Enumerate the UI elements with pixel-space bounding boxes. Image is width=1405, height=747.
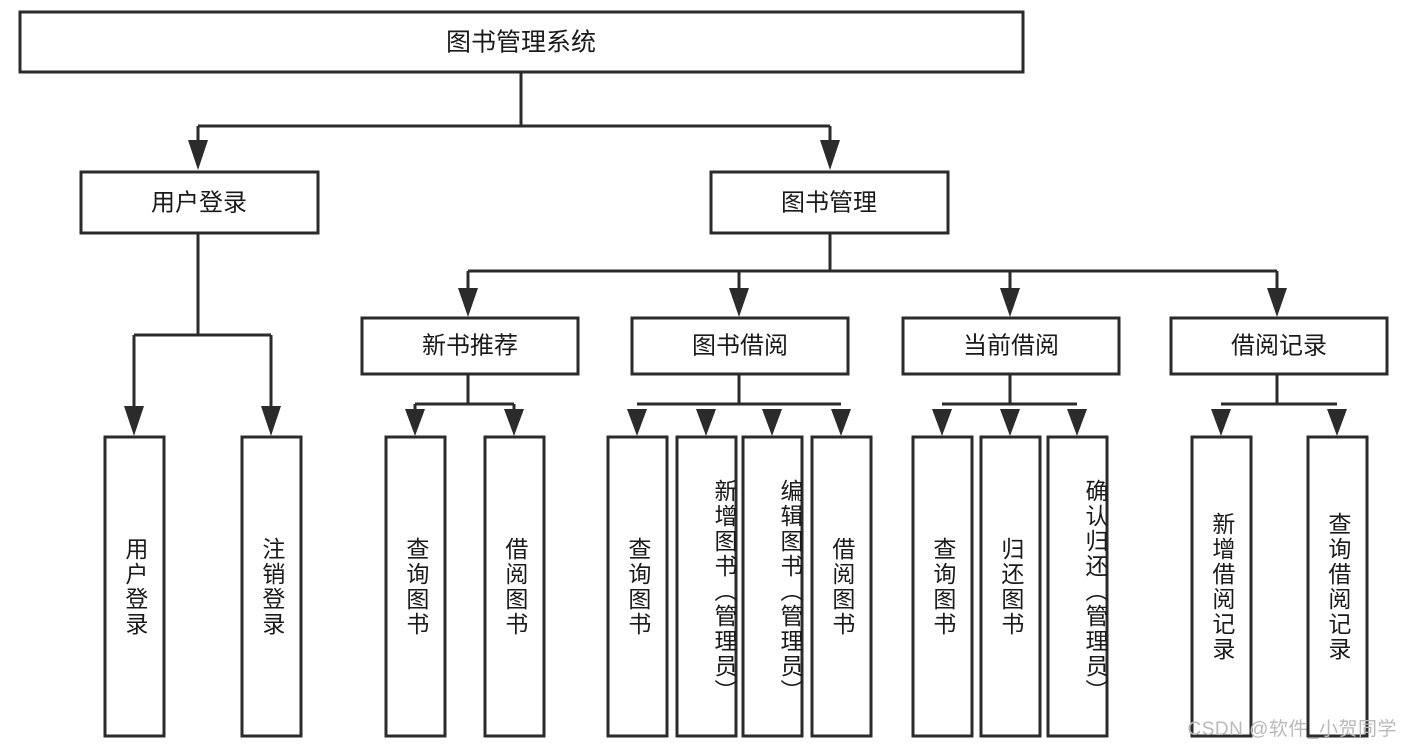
leaf-box-current-borrow-3[interactable] xyxy=(1046,435,1109,738)
leaf-box-book-borrow-3[interactable] xyxy=(741,435,804,738)
node-book-management-box[interactable] xyxy=(709,170,950,235)
connector-group-current-borrow xyxy=(932,374,1087,436)
leaf-box-book-borrow-4[interactable] xyxy=(810,435,873,738)
arrow-new-book-child-2 xyxy=(504,409,524,436)
arrow-book-borrow-child-2 xyxy=(696,409,716,436)
arrow-book-mgmt-child-4 xyxy=(1267,288,1287,317)
node-book-management-label: 图书管理 xyxy=(781,189,877,216)
arrow-root-to-book-mgmt xyxy=(820,140,840,170)
leaf-box-book-borrow-1[interactable] xyxy=(606,435,669,738)
arrow-current-borrow-child-2 xyxy=(1000,409,1020,436)
node-root-box[interactable] xyxy=(18,10,1025,74)
node-new-book-recommend-box[interactable] xyxy=(360,316,580,376)
leaf-box-user-login-1[interactable] xyxy=(103,435,166,738)
node-borrow-record[interactable]: 借阅记录 xyxy=(1169,316,1389,376)
node-new-book-recommend-label: 新书推荐 xyxy=(422,332,518,359)
connector-group-book-borrow xyxy=(627,374,851,436)
arrow-book-borrow-child-3 xyxy=(762,409,782,436)
leaf-box-user-login-2[interactable] xyxy=(240,435,303,738)
arrow-root-to-user-login xyxy=(188,140,208,170)
node-book-borrow[interactable]: 图书借阅 xyxy=(630,316,850,376)
leaf-box-new-book-2[interactable] xyxy=(483,435,546,738)
leaf-box-current-borrow-1[interactable] xyxy=(911,435,974,738)
arrow-book-mgmt-child-2 xyxy=(729,288,749,317)
leaf-box-book-borrow-2[interactable] xyxy=(675,435,738,738)
node-book-management[interactable]: 图书管理 xyxy=(709,170,950,235)
connector-group-new-book xyxy=(405,374,524,436)
node-user-login-box[interactable] xyxy=(79,170,320,235)
node-user-login-label: 用户登录 xyxy=(151,189,247,216)
node-borrow-record-label: 借阅记录 xyxy=(1231,332,1327,359)
connector-group-user-login xyxy=(124,233,281,436)
leaf-box-current-borrow-2[interactable] xyxy=(979,435,1042,738)
node-current-borrow[interactable]: 当前借阅 xyxy=(901,316,1121,376)
node-new-book-recommend[interactable]: 新书推荐 xyxy=(360,316,580,376)
arrow-current-borrow-child-3 xyxy=(1067,409,1087,436)
connector-group-root xyxy=(188,72,840,170)
arrow-book-mgmt-child-1 xyxy=(458,288,478,317)
node-root-label: 图书管理系统 xyxy=(446,29,596,57)
watermark-text: CSDN @软件_小贺同学 xyxy=(1187,719,1397,740)
arrow-borrow-record-child-1 xyxy=(1211,409,1231,436)
node-current-borrow-box[interactable] xyxy=(901,316,1121,376)
leaf-box-new-book-1[interactable] xyxy=(384,435,447,738)
connector-group-borrow-record xyxy=(1211,374,1347,436)
node-book-borrow-label: 图书借阅 xyxy=(692,332,788,359)
leaf-box-borrow-record-2[interactable] xyxy=(1306,435,1369,738)
connector-group-book-mgmt xyxy=(458,233,1287,317)
node-root[interactable]: 图书管理系统 xyxy=(18,10,1025,74)
arrow-current-borrow-child-1 xyxy=(932,409,952,436)
node-current-borrow-label: 当前借阅 xyxy=(963,332,1059,359)
leaf-box-borrow-record-1[interactable] xyxy=(1190,435,1253,738)
arrow-borrow-record-child-2 xyxy=(1327,409,1347,436)
node-borrow-record-box[interactable] xyxy=(1169,316,1389,376)
node-user-login[interactable]: 用户登录 xyxy=(79,170,320,235)
arrow-user-login-child-2 xyxy=(261,406,281,436)
arrow-book-borrow-child-4 xyxy=(831,409,851,436)
arrow-new-book-child-1 xyxy=(405,409,425,436)
arrow-book-mgmt-child-3 xyxy=(1000,288,1020,317)
node-book-borrow-box[interactable] xyxy=(630,316,850,376)
arrow-book-borrow-child-1 xyxy=(627,409,647,436)
arrow-user-login-child-1 xyxy=(124,406,144,436)
